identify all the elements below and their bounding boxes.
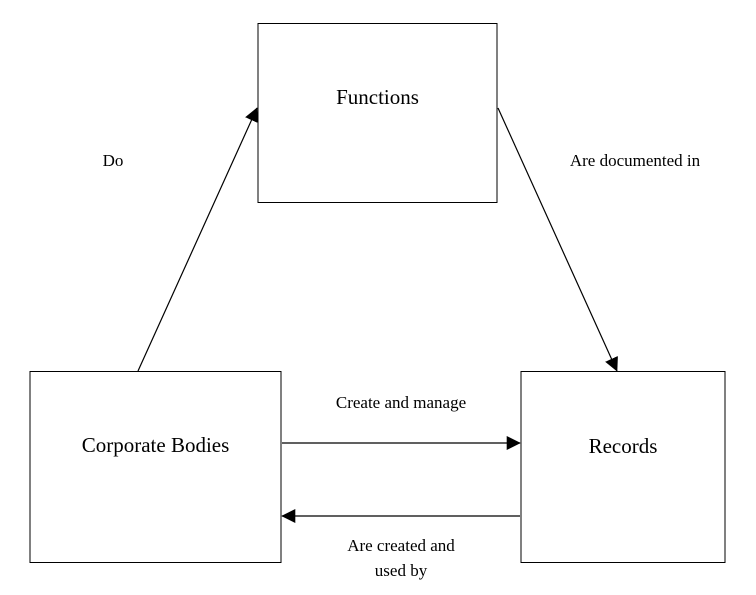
node-corporate-bodies-box [29, 371, 282, 563]
edge-created-used-label-line1: Are created and [347, 536, 455, 555]
edge-do-label: Do [103, 151, 124, 170]
node-records-label: Records [589, 434, 658, 458]
edge-created-used-label-line2: used by [375, 561, 428, 580]
node-records-box [520, 371, 726, 563]
edge-documented-label: Are documented in [570, 151, 701, 170]
node-functions-box [257, 23, 498, 203]
node-corporate-bodies: Corporate Bodies [29, 371, 282, 563]
edge-do-arrow [137, 107, 258, 372]
node-corporate-bodies-label: Corporate Bodies [82, 433, 230, 457]
node-functions-label: Functions [336, 85, 419, 109]
edge-documented-arrow [497, 107, 618, 372]
edge-create-manage-label: Create and manage [336, 393, 466, 412]
node-functions: Functions [257, 23, 498, 203]
node-records: Records [520, 371, 726, 563]
